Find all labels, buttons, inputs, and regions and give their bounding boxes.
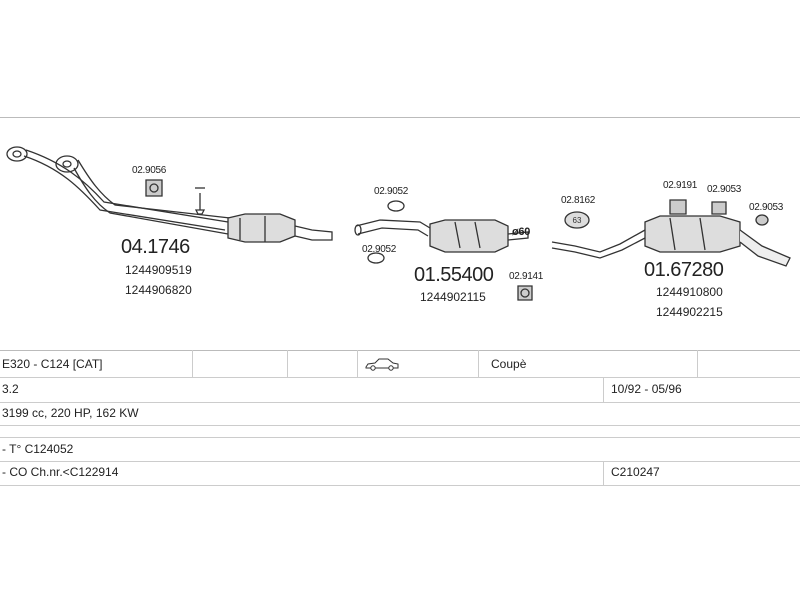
exhaust-diagram: 63 02.9056 04.1746 1244909519 1244906820… xyxy=(0,118,800,350)
label-gasket: 02.8162 xyxy=(561,195,596,206)
label-mid-muffler: 01.55400 xyxy=(414,264,494,286)
label-rear-muffler: 01.67280 xyxy=(644,259,724,281)
label-clamp-front: 02.9056 xyxy=(132,165,167,176)
flange-right xyxy=(55,155,79,173)
label-rear-muffler-oem2: 1244902215 xyxy=(656,305,723,319)
coupe-car-icon xyxy=(365,358,399,371)
label-hanger-b: 02.9053 xyxy=(707,184,742,195)
flange-left xyxy=(6,146,28,162)
exhaust-drawing: 63 xyxy=(6,146,791,301)
top-divider xyxy=(0,117,800,118)
table-top-border xyxy=(0,350,800,351)
label-hanger-a: 02.9191 xyxy=(663,180,698,191)
years-cell: 10/92 - 05/96 xyxy=(611,382,682,396)
label-front-pipe-oem1: 1244909519 xyxy=(125,263,192,277)
note2-cell: - CO Ch.nr.<C122914 xyxy=(2,465,119,479)
body-type-cell: Coupè xyxy=(491,357,527,371)
svg-text:63: 63 xyxy=(573,216,582,225)
label-ring-bottom: 02.9052 xyxy=(362,244,397,255)
label-rear-muffler-oem1: 1244910800 xyxy=(656,285,723,299)
label-mid-muffler-oem: 1244902115 xyxy=(420,290,486,304)
note1-cell: - T° C124052 xyxy=(2,442,74,456)
label-ring-top: 02.9052 xyxy=(374,186,409,197)
engine-cell: 3.2 xyxy=(2,382,19,396)
label-hanger-c: 02.9053 xyxy=(749,202,784,213)
label-diameter: ø60 xyxy=(512,226,531,238)
code-cell: C210247 xyxy=(611,465,660,479)
specs-cell: 3199 cc, 220 HP, 162 KW xyxy=(2,406,139,420)
label-front-pipe: 04.1746 xyxy=(121,236,190,258)
label-front-pipe-oem2: 1244906820 xyxy=(125,283,192,297)
model-cell: E320 - C124 [CAT] xyxy=(2,357,103,371)
label-mid-clamp: 02.9141 xyxy=(509,271,544,282)
